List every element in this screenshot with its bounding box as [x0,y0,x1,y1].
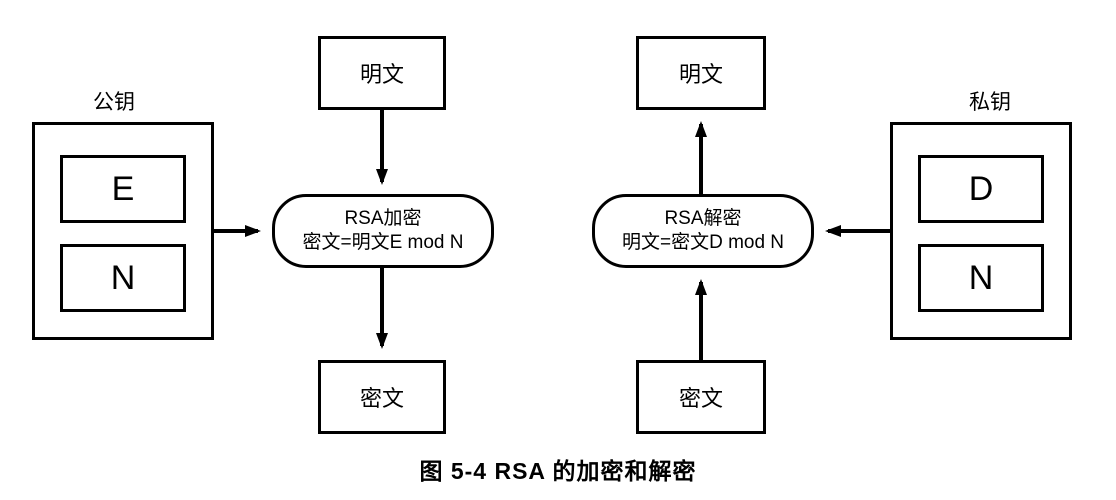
private-key-part-n: N [918,244,1044,312]
rsa-encrypt-formula: 密文=明文E mod N [302,232,464,253]
public-key-label: 公钥 [93,91,135,114]
left-plaintext-input-box: 明文 [318,36,446,110]
rsa-encrypt-title: RSA加密 [344,208,422,230]
private-key-part-d-label: D [968,169,994,208]
private-key-part-n-label: N [968,258,994,297]
left-ciphertext-output-label: 密文 [359,386,404,411]
rsa-decrypt-title: RSA解密 [664,208,742,230]
left-ciphertext-output-box: 密文 [318,360,446,434]
public-key-part-e: E [60,155,186,223]
right-ciphertext-input-label: 密文 [678,386,723,411]
rsa-decrypt-formula: 明文=密文D mod N [621,232,785,253]
rsa-encrypt-process: RSA加密 密文=明文E mod N [272,194,494,268]
right-plaintext-output-label: 明文 [678,62,723,87]
right-ciphertext-input-box: 密文 [636,360,766,434]
right-plaintext-output-box: 明文 [636,36,766,110]
public-key-part-n-label: N [110,258,136,297]
figure-caption: 图 5-4 RSA 的加密和解密 [419,458,697,484]
left-plaintext-input-label: 明文 [359,62,404,87]
public-key-part-n: N [60,244,186,312]
private-key-label: 私钥 [969,91,1011,114]
rsa-decrypt-process: RSA解密 明文=密文D mod N [592,194,814,268]
public-key-part-e-label: E [111,169,135,208]
private-key-part-d: D [918,155,1044,223]
